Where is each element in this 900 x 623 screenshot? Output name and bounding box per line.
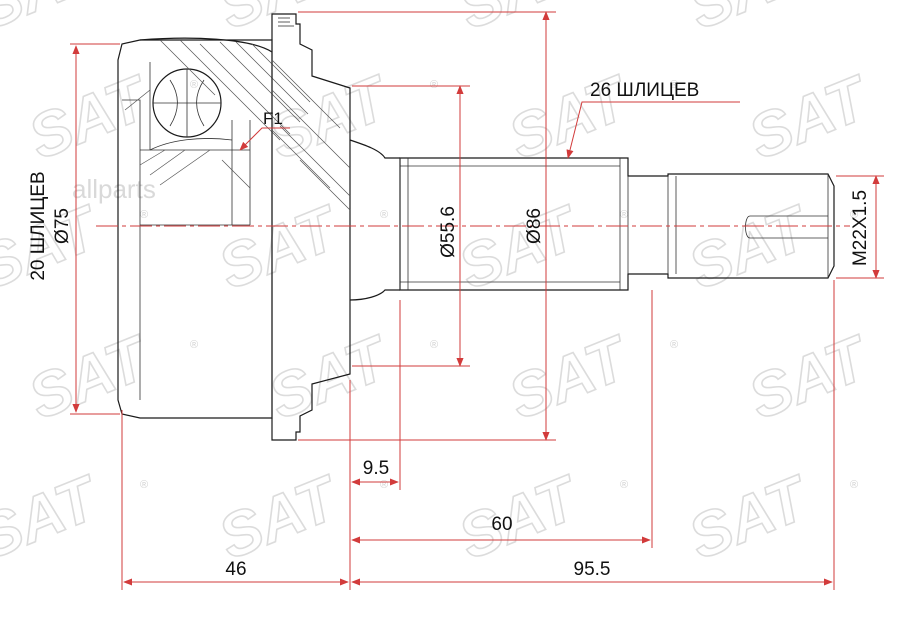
registered-mark: ® (140, 479, 148, 491)
flange (271, 13, 351, 441)
labels: 20 ШЛИЦЕВ Ø75 26 ШЛИЦЕВ Ø55.6 Ø86 M22X1.… (28, 80, 871, 580)
dimension-lines (70, 11, 884, 590)
sat-watermark: SAT (209, 192, 350, 303)
sat-watermark: SAT (19, 62, 160, 173)
sat-watermark: SAT (449, 462, 590, 573)
sat-watermark: SAT (209, 0, 350, 43)
registered-mark: ® (190, 339, 198, 351)
total-length-label: 95.5 (574, 559, 611, 580)
registered-mark: ® (190, 79, 198, 91)
sat-watermark: SAT (679, 192, 820, 303)
sat-watermark: SAT (739, 322, 880, 433)
sat-watermark: SAT (679, 462, 820, 573)
sat-watermark: SAT (499, 62, 640, 173)
sat-watermark: SAT (259, 322, 400, 433)
registered-mark: ® (380, 209, 388, 221)
abs-marker-label: F1 (263, 109, 283, 128)
sat-watermark: SAT (209, 462, 350, 573)
registered-mark: ® (850, 209, 858, 221)
sat-watermark: SAT (0, 462, 111, 573)
body-length-label: 46 (225, 559, 246, 580)
sat-watermark: SAT (449, 0, 590, 43)
flange-width-label: 9.5 (363, 458, 389, 479)
shaft-diameter-label: Ø55.6 (438, 206, 459, 258)
shaft (349, 139, 835, 301)
sat-watermark: SAT (19, 322, 160, 433)
sat-watermark: SAT (499, 322, 640, 433)
registered-mark: ® (620, 479, 628, 491)
registered-mark: ® (670, 79, 678, 91)
registered-mark: ® (670, 339, 678, 351)
registered-mark: ® (380, 479, 388, 491)
sat-watermark: SAT (449, 192, 590, 303)
sat-watermark: SAT (0, 0, 111, 43)
thread-label: M22X1.5 (850, 190, 871, 266)
registered-mark: ® (620, 209, 628, 221)
registered-mark: ® (850, 479, 858, 491)
registered-mark: ® (430, 79, 438, 91)
registered-mark: ® (140, 209, 148, 221)
allparts-watermark: allparts (72, 174, 156, 204)
sat-watermark: SAT (679, 0, 820, 43)
flange-diameter-label: Ø86 (524, 208, 545, 244)
outer-diameter-label: Ø75 (52, 208, 73, 244)
outer-splines-label: 20 ШЛИЦЕВ (28, 171, 49, 280)
inner-splines-label: 26 ШЛИЦЕВ (590, 80, 699, 101)
shaft-length-label: 60 (491, 514, 512, 535)
registered-mark: ® (430, 339, 438, 351)
sat-watermark: SAT (739, 62, 880, 173)
